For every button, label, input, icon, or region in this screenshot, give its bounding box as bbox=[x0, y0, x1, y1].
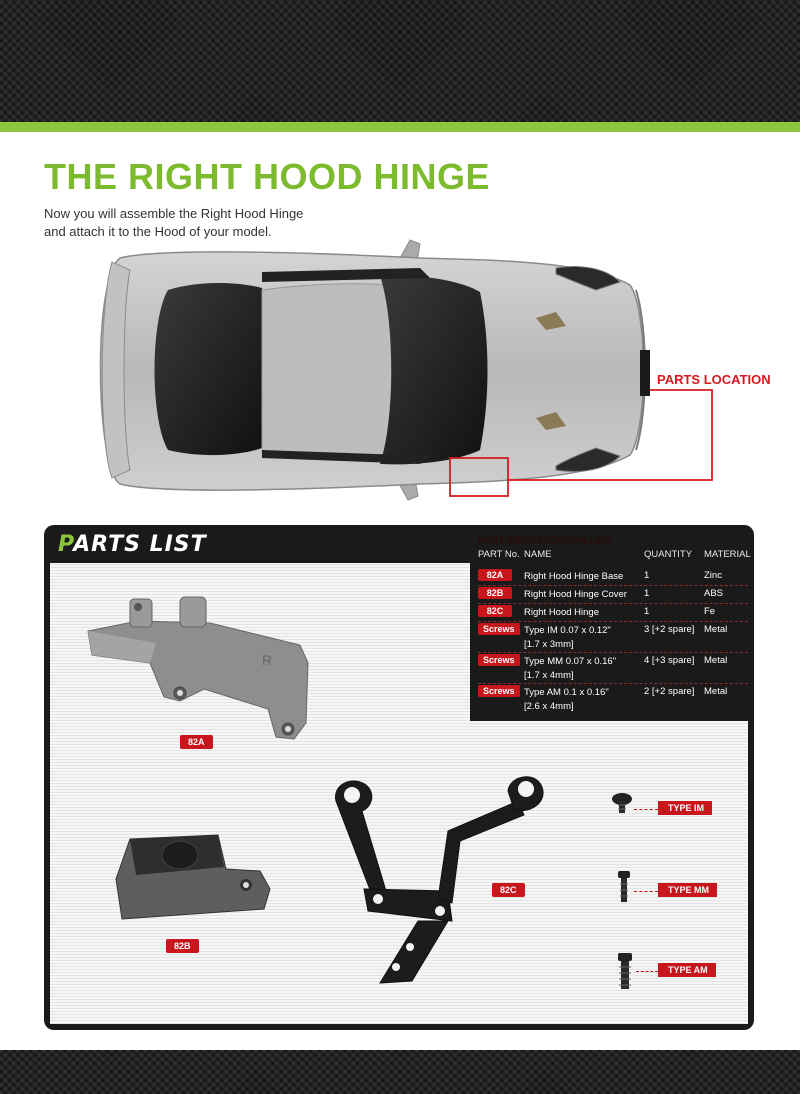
part-no-badge: 82C bbox=[478, 605, 512, 617]
part-name: Right Hood Hinge bbox=[524, 607, 599, 618]
screw-type-im-image bbox=[612, 793, 632, 813]
part-quantity: 2 [+2 spare] bbox=[644, 686, 695, 697]
part-material: Zinc bbox=[704, 570, 722, 581]
part-label-82a: 82A bbox=[180, 735, 213, 749]
hinge-arm-part-image bbox=[335, 776, 544, 984]
intro-text-line-1: Now you will assemble the Right Hood Hin… bbox=[44, 206, 304, 221]
page-title: THE RIGHT HOOD HINGE bbox=[44, 156, 491, 197]
row-divider bbox=[478, 603, 748, 604]
part-label-82c: 82C bbox=[492, 883, 525, 897]
part-quantity: 1 bbox=[644, 588, 650, 599]
part-name: Type IM 0.07 x 0.12"[1.7 x 3mm] bbox=[524, 625, 611, 650]
part-material: Metal bbox=[704, 655, 728, 666]
car-top-view-illustration bbox=[99, 239, 713, 501]
column-header-quantity: QUANTITY bbox=[644, 549, 693, 560]
row-divider bbox=[478, 652, 748, 653]
screw-type-am-label: TYPE AM bbox=[658, 963, 716, 977]
svg-text:R: R bbox=[262, 652, 272, 668]
parts-list-panel: PARTS LIST R 82A 82B bbox=[44, 525, 754, 1030]
screw-im-leader bbox=[634, 809, 658, 810]
row-divider bbox=[478, 621, 748, 622]
screw-am-leader bbox=[636, 971, 658, 972]
top-carbon-banner bbox=[0, 0, 800, 122]
part-quantity: 4 [+3 spare] bbox=[644, 655, 695, 666]
part-material: Fe bbox=[704, 606, 716, 617]
green-accent-stripe bbox=[0, 122, 800, 132]
intro-text-line-2: and attach it to the Hood of your model. bbox=[44, 224, 272, 239]
row-divider bbox=[478, 683, 748, 684]
hinge-base-part-image: R bbox=[87, 596, 309, 740]
screw-mm-leader bbox=[634, 891, 658, 892]
column-header-part-no: PART No. bbox=[478, 549, 520, 560]
part-no-badge: Screws bbox=[478, 654, 520, 666]
part-material: ABS bbox=[704, 588, 724, 599]
bottom-carbon-banner bbox=[0, 1050, 800, 1094]
part-no-badge: 82B bbox=[478, 587, 512, 599]
screw-type-mm-label: TYPE MM bbox=[658, 883, 718, 897]
column-header-material: MATERIAL bbox=[704, 549, 751, 560]
part-quantity: 1 bbox=[644, 570, 650, 581]
part-label-82b: 82B bbox=[166, 939, 199, 953]
screw-type-im-label: TYPE IM bbox=[658, 801, 713, 815]
part-material: Metal bbox=[704, 624, 728, 635]
parts-location-label: PARTS LOCATION bbox=[657, 372, 771, 387]
hinge-cover-part-image bbox=[115, 834, 271, 920]
part-material: Metal bbox=[704, 686, 728, 697]
part-no-badge: Screws bbox=[478, 685, 520, 697]
part-no-badge: Screws bbox=[478, 623, 520, 635]
parts-list-title: PARTS LIST bbox=[58, 532, 207, 557]
part-name: Type AM 0.1 x 0.16"[2.6 x 4mm] bbox=[524, 687, 609, 712]
part-quantity: 3 [+2 spare] bbox=[644, 624, 695, 635]
parts-list-header: PARTS LIST bbox=[44, 525, 294, 565]
screw-type-mm-image bbox=[618, 871, 630, 902]
row-divider bbox=[478, 585, 748, 586]
screw-type-am-image bbox=[618, 953, 632, 989]
part-quantity: 1 bbox=[644, 606, 650, 617]
table-heading: PART IDENTIFICATION LIST bbox=[478, 536, 611, 547]
column-header-name: NAME bbox=[524, 549, 552, 560]
part-identification-table: PART IDENTIFICATION LIST PART No. NAME Q… bbox=[470, 525, 754, 721]
part-name: Right Hood Hinge Base bbox=[524, 571, 624, 582]
part-name: Right Hood Hinge Cover bbox=[524, 589, 627, 600]
part-name: Type MM 0.07 x 0.16"[1.7 x 4mm] bbox=[524, 656, 617, 681]
part-no-badge: 82A bbox=[478, 569, 512, 581]
